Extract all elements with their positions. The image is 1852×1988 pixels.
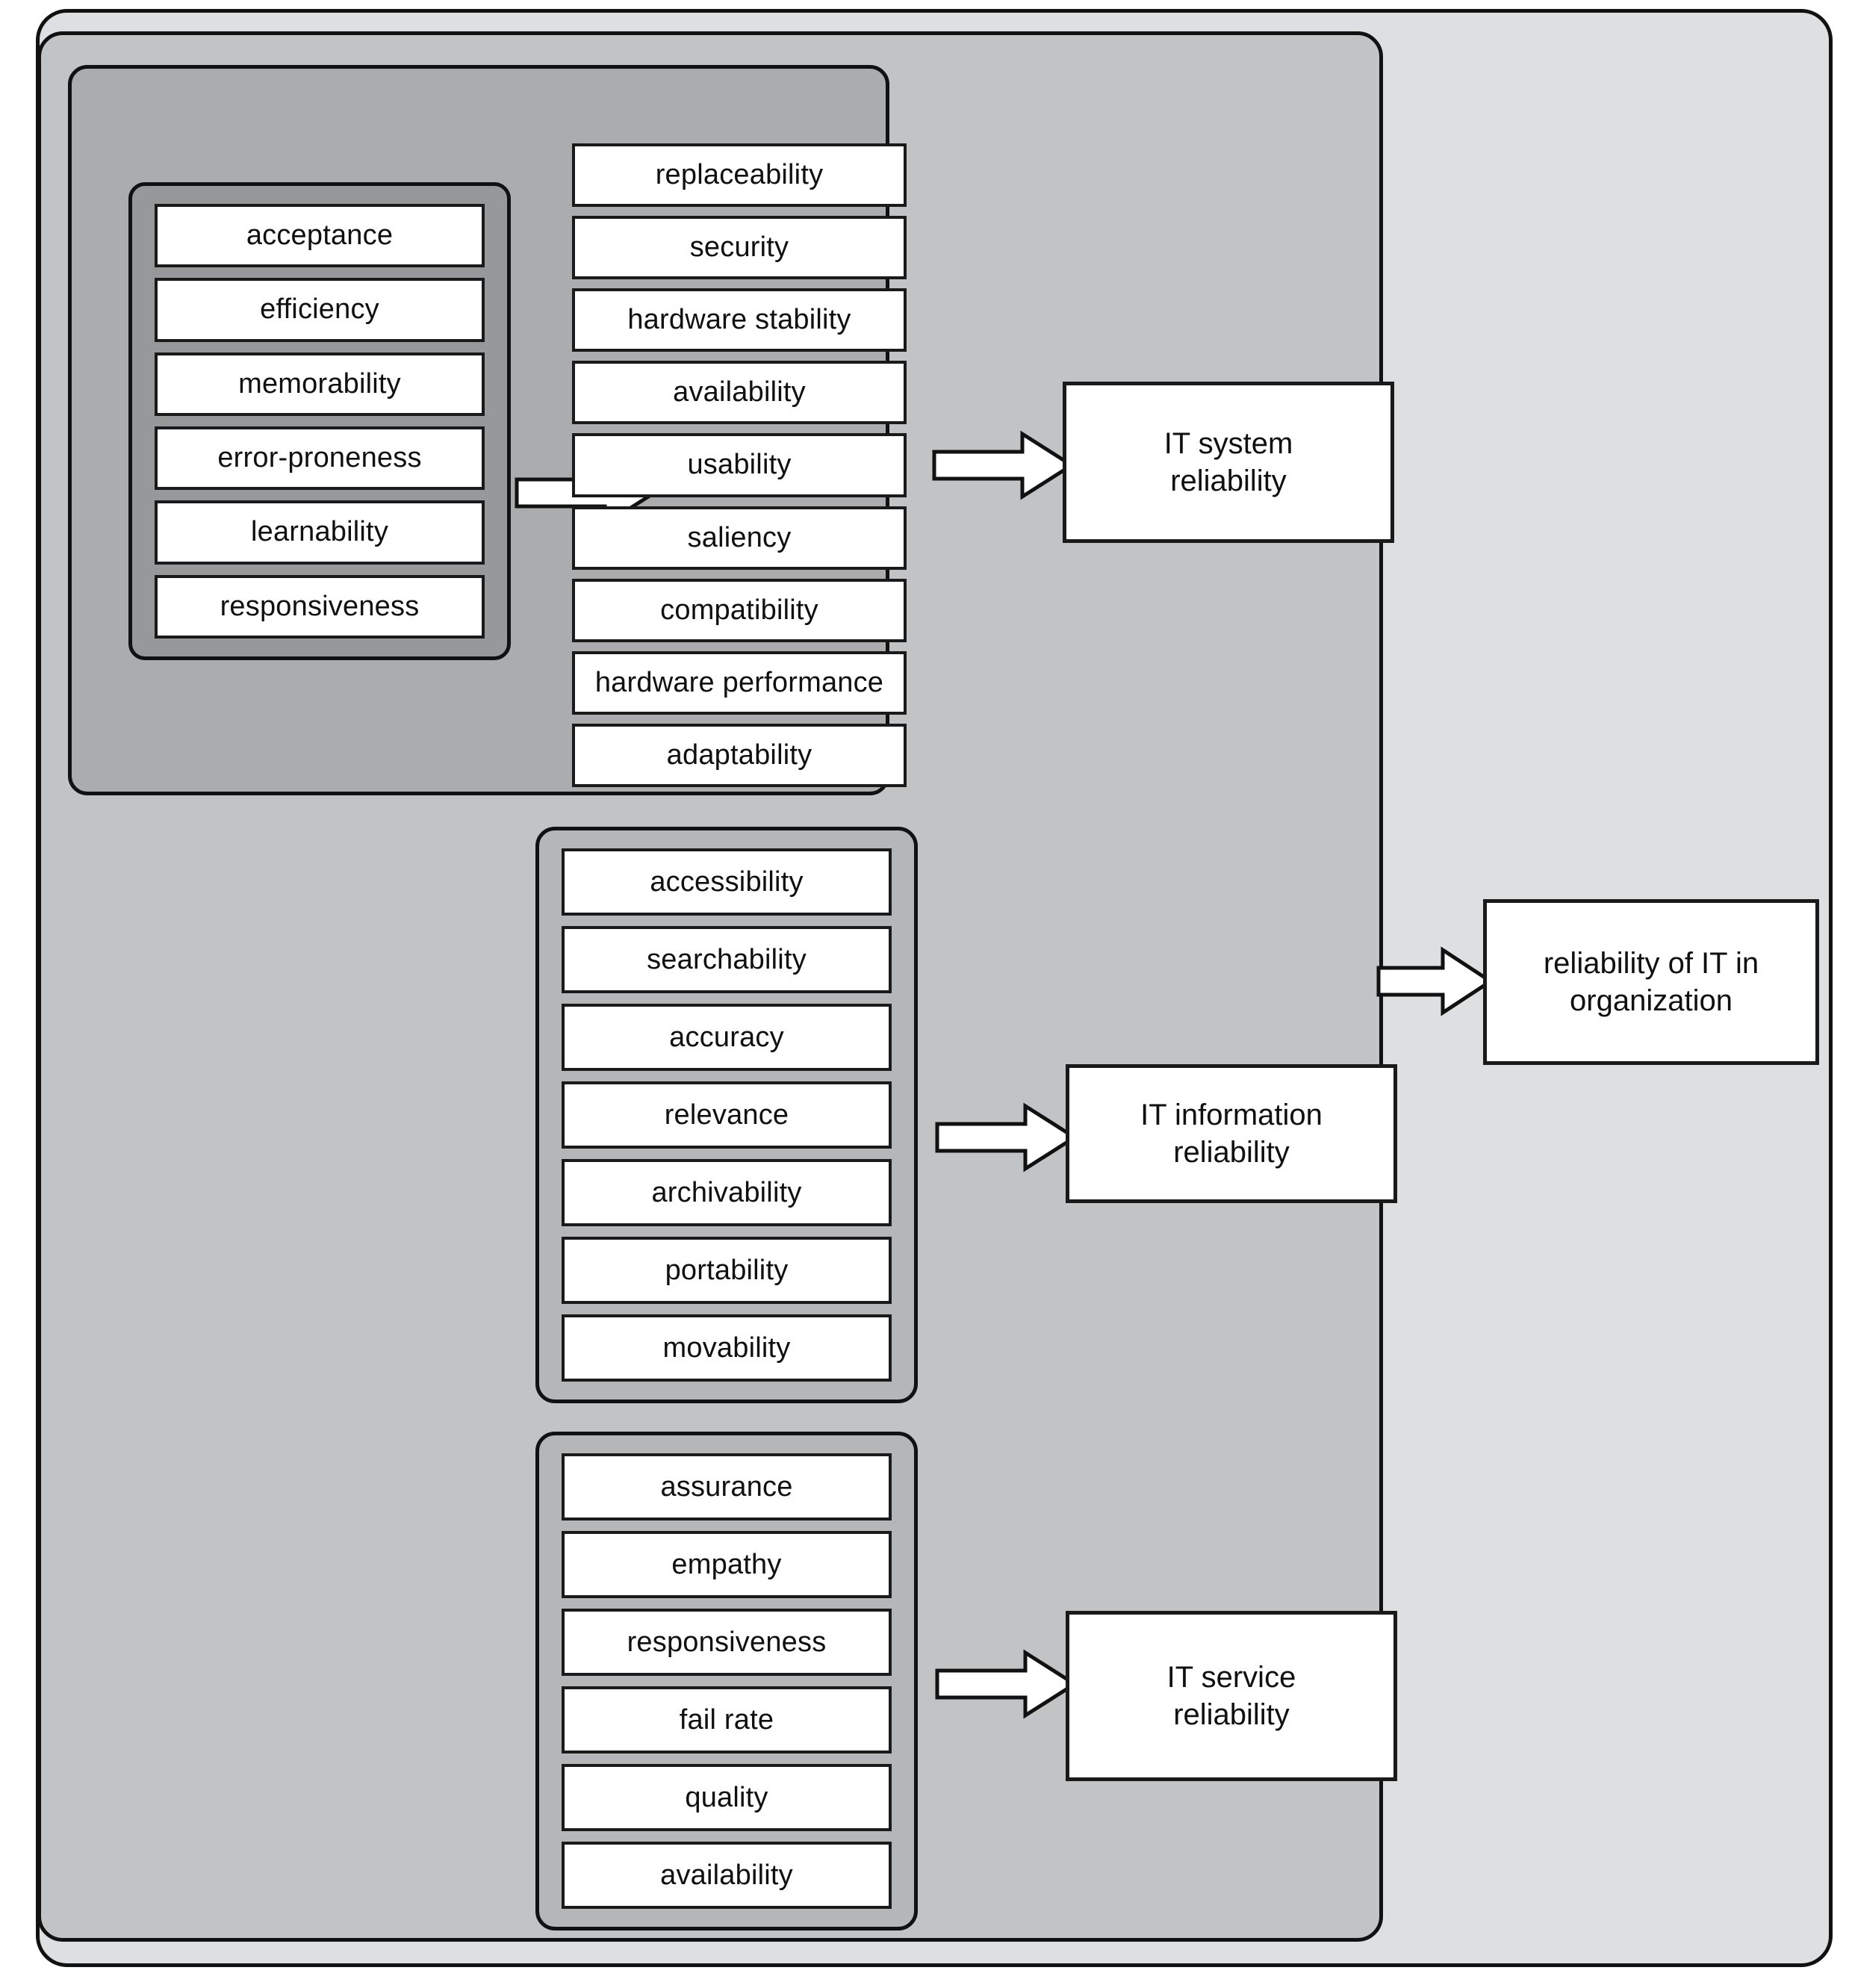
list-item[interactable]: responsiveness — [155, 574, 485, 639]
outcome-line-2: reliability — [1170, 465, 1287, 497]
list-item[interactable]: quality — [562, 1764, 892, 1831]
list-item[interactable]: searchability — [562, 926, 892, 993]
usability-factors-list: acceptance efficiency memorability error… — [132, 186, 507, 656]
list-item[interactable]: compatibility — [572, 578, 907, 642]
system-attributes-list: replaceability security hardware stabili… — [572, 143, 907, 787]
outcome-label: IT service reliability — [1167, 1659, 1296, 1733]
outcome-line-1: reliability of IT in — [1543, 947, 1759, 980]
group-system-attributes: acceptance efficiency memorability error… — [68, 65, 907, 795]
list-item[interactable]: accuracy — [562, 1004, 892, 1071]
service-attributes-list: assurance empathy responsiveness fail ra… — [539, 1435, 914, 1927]
list-item[interactable]: adaptability — [572, 723, 907, 787]
outcome-line-1: IT system — [1163, 427, 1293, 460]
list-item[interactable]: memorability — [155, 352, 485, 416]
outcome-it-service-reliability[interactable]: IT service reliability — [1066, 1611, 1397, 1781]
arrow-information-attributes-to-information-reliability — [935, 1102, 1078, 1173]
list-item[interactable]: acceptance — [155, 204, 485, 268]
list-item[interactable]: assurance — [562, 1453, 892, 1520]
list-item[interactable]: usability — [572, 433, 907, 497]
list-item[interactable]: availability — [572, 361, 907, 425]
list-item[interactable]: portability — [562, 1237, 892, 1304]
outcome-label: reliability of IT in organization — [1544, 945, 1759, 1019]
list-item[interactable]: fail rate — [562, 1686, 892, 1754]
outcome-it-information-reliability[interactable]: IT information reliability — [1066, 1064, 1397, 1203]
list-item[interactable]: movability — [562, 1314, 892, 1382]
list-item[interactable]: relevance — [562, 1081, 892, 1149]
information-attributes-list: accessibility searchability accuracy rel… — [539, 830, 914, 1400]
list-item[interactable]: hardware stability — [572, 288, 907, 352]
list-item[interactable]: replaceability — [572, 143, 907, 208]
list-item[interactable]: efficiency — [155, 278, 485, 342]
outcome-line-1: IT service — [1166, 1661, 1296, 1694]
outcome-reliability-of-it-in-organization[interactable]: reliability of IT in organization — [1483, 899, 1819, 1065]
outcome-line-2: organization — [1570, 984, 1733, 1017]
group-service-attributes: assurance empathy responsiveness fail ra… — [535, 1432, 918, 1930]
list-item[interactable]: saliency — [572, 506, 907, 570]
list-item[interactable]: responsiveness — [562, 1609, 892, 1676]
list-item[interactable]: hardware performance — [572, 650, 907, 715]
arrow-system-attributes-to-system-reliability — [932, 429, 1075, 501]
list-item[interactable]: security — [572, 216, 907, 280]
arrow-to-organization-reliability — [1376, 945, 1494, 1017]
arrow-service-attributes-to-service-reliability — [935, 1648, 1078, 1720]
outcome-label: IT system reliability — [1164, 425, 1293, 500]
group-usability-factors: acceptance efficiency memorability error… — [128, 182, 511, 660]
list-item[interactable]: archivability — [562, 1159, 892, 1226]
outcome-label: IT information reliability — [1140, 1096, 1323, 1171]
mid-container: acceptance efficiency memorability error… — [37, 31, 1397, 1942]
list-item[interactable]: learnability — [155, 500, 485, 565]
outcome-line-1: IT information — [1140, 1099, 1323, 1131]
list-item[interactable]: error-proneness — [155, 426, 485, 491]
outcome-line-2: reliability — [1173, 1698, 1290, 1731]
list-item[interactable]: accessibility — [562, 848, 892, 916]
list-item[interactable]: empathy — [562, 1531, 892, 1598]
list-item[interactable]: availability — [562, 1842, 892, 1909]
outcome-line-2: reliability — [1173, 1136, 1290, 1169]
group-information-attributes: accessibility searchability accuracy rel… — [535, 827, 918, 1403]
outcome-it-system-reliability[interactable]: IT system reliability — [1063, 382, 1394, 543]
